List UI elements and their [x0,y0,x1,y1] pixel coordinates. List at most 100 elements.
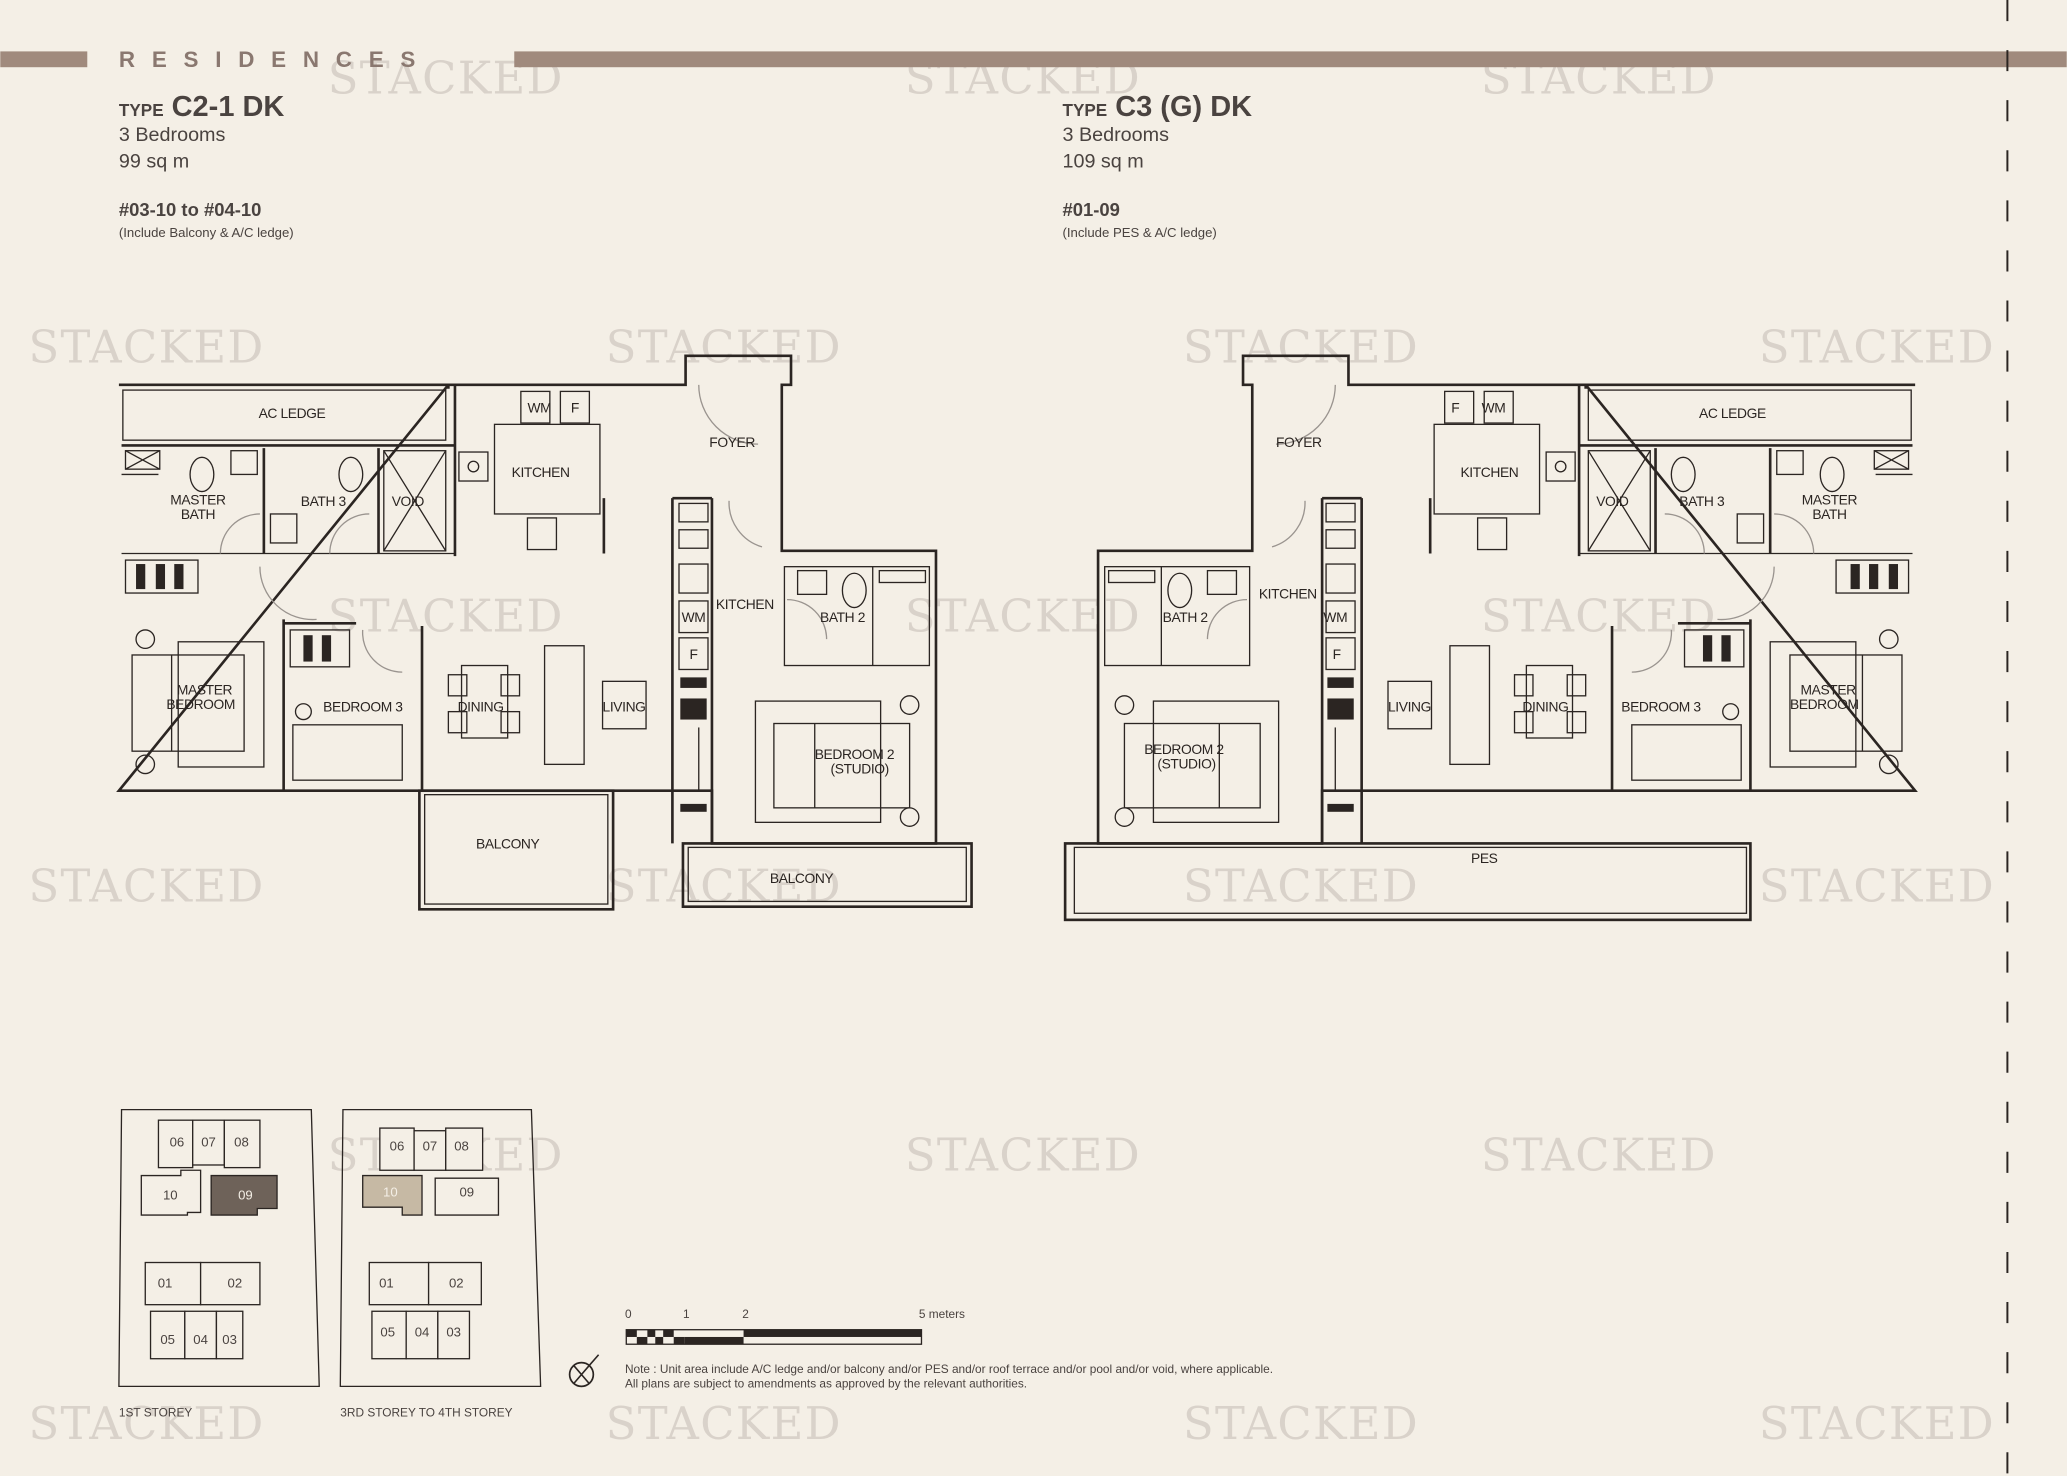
key-unit-label: 07 [423,1138,438,1153]
room-label: BEDROOM 3 [323,699,403,715]
room-label: BEDROOM [166,696,235,712]
unit-numbers: #01-09 [1062,199,1119,220]
watermark: STACKED [1183,320,1419,373]
unit-numbers: #03-10 to #04-10 [119,199,261,220]
key-unit-label: 03 [222,1332,237,1347]
room-label: VOID [1596,493,1629,509]
bedroom-count: 3 Bedrooms [119,124,226,146]
unit-area: 99 sq m [119,150,189,172]
key-unit-label: 04 [415,1324,430,1339]
room-label: BATH [1812,506,1846,522]
scale-tick-label: 5 meters [919,1307,965,1321]
room-label: KITCHEN [1460,464,1518,480]
appliance-label: F [690,646,698,662]
key-unit-label: 10 [163,1187,178,1202]
unit-header-c3-g: TYPE C3 (G) DK 3 Bedrooms 109 sq m #01-0… [1062,91,1252,240]
watermark: STACKED [29,859,265,912]
key-unit-label: 07 [201,1135,216,1150]
type-prefix: TYPE [119,100,164,120]
room-label: BALCONY [476,836,539,852]
room-label: BATH 3 [1679,493,1725,509]
north-compass-icon [568,1354,600,1388]
appliance-label: F [1451,399,1459,415]
appliance-label: WM [527,399,551,415]
note-text: All plans are subject to amendments as a… [625,1377,1027,1391]
unit-type-name: C2-1 DK [172,91,285,123]
room-label: (STUDIO) [1157,755,1215,771]
highlighted-unit [210,1174,278,1216]
key-plan-caption: 3RD STOREY TO 4TH STOREY [340,1406,512,1420]
pes-area [1063,842,1752,922]
watermark: STACKED [1481,589,1717,642]
key-unit-label: 09 [238,1187,253,1202]
appliance-label: WM [1323,609,1347,625]
type-prefix: TYPE [1062,100,1107,120]
room-label: LIVING [1388,699,1431,715]
key-unit-label: 08 [454,1138,469,1153]
watermark: STACKED [905,589,1141,642]
key-unit-label: 10 [383,1185,398,1200]
room-label: KITCHEN [512,464,570,480]
room-label: MASTER [177,682,233,698]
room-label: BEDROOM 2 [815,746,894,762]
key-unit-label: 04 [193,1332,208,1347]
key-unit-label: 02 [228,1276,243,1291]
key-unit-label: 09 [460,1185,475,1200]
key-unit-label: 01 [379,1276,394,1291]
room-label: BATH [181,506,215,522]
watermark: STACKED [1481,1128,1717,1181]
watermark: STACKED [1759,320,1995,373]
watermark: STACKED [606,320,842,373]
room-label: BATH 2 [1163,609,1208,625]
floor-plan-c2-1 [117,354,973,911]
room-label: MASTER [1802,492,1858,508]
header-bar-right [514,51,2067,68]
room-label: AC LEDGE [259,405,326,421]
room-label: DINING [1522,699,1568,715]
room-label: BATH 3 [301,493,347,509]
key-unit-label: 01 [158,1276,173,1291]
header-bar-left [0,51,88,68]
room-label: FOYER [1276,434,1322,450]
key-unit-label: 06 [170,1135,185,1150]
room-label: DINING [458,699,504,715]
balcony-area [418,789,615,911]
floor-plan-c3-g [1063,354,1917,922]
room-label: BATH 2 [820,609,865,625]
key-unit-label: 05 [380,1324,395,1339]
bedroom-count: 3 Bedrooms [1062,124,1169,146]
watermark: STACKED [1759,1397,1995,1450]
key-plan-3rd-4th-storey: 06 07 08 10 09 01 02 05 04 03 3RD STOREY… [339,1108,542,1420]
room-label: LIVING [603,699,646,715]
room-label: VOID [392,493,425,509]
room-label: (STUDIO) [831,761,889,777]
watermark: STACKED [1759,859,1995,912]
appliance-label: F [571,399,579,415]
watermark: STACKED [29,320,265,373]
key-plan-1st-storey: 06 07 08 10 09 01 02 05 04 03 1ST STOREY [118,1108,320,1420]
room-label: BEDROOM [1790,696,1859,712]
unit-inclusion: (Include Balcony & A/C ledge) [119,225,294,240]
unit-inclusion: (Include PES & A/C ledge) [1062,225,1216,240]
room-labels-c2-1: AC LEDGE MASTER BATH BATH 3 VOID KITCHEN… [166,399,894,885]
key-unit-label: 02 [449,1276,464,1291]
room-label: BEDROOM 3 [1621,699,1701,715]
watermark: STACKED [29,1397,265,1450]
room-label: KITCHEN [1259,585,1317,601]
watermark: STACKED [905,1128,1141,1181]
watermark: STACKED [606,859,842,912]
balcony-area [681,842,973,909]
room-label: MASTER [170,492,226,508]
room-label: MASTER [1800,682,1856,698]
scale-bar: 0 1 2 5 meters [625,1307,965,1345]
room-label: AC LEDGE [1699,405,1766,421]
appliance-label: WM [682,609,706,625]
watermark: STACKED [1183,859,1419,912]
watermark: STACKED [1183,1397,1419,1450]
note-text: Note : Unit area include A/C ledge and/o… [625,1362,1273,1376]
key-unit-label: 05 [160,1332,175,1347]
unit-type-name: C3 (G) DK [1115,91,1252,123]
unit-area: 109 sq m [1062,150,1143,172]
unit-header-c2-1: TYPE C2-1 DK 3 Bedrooms 99 sq m #03-10 t… [119,91,294,240]
